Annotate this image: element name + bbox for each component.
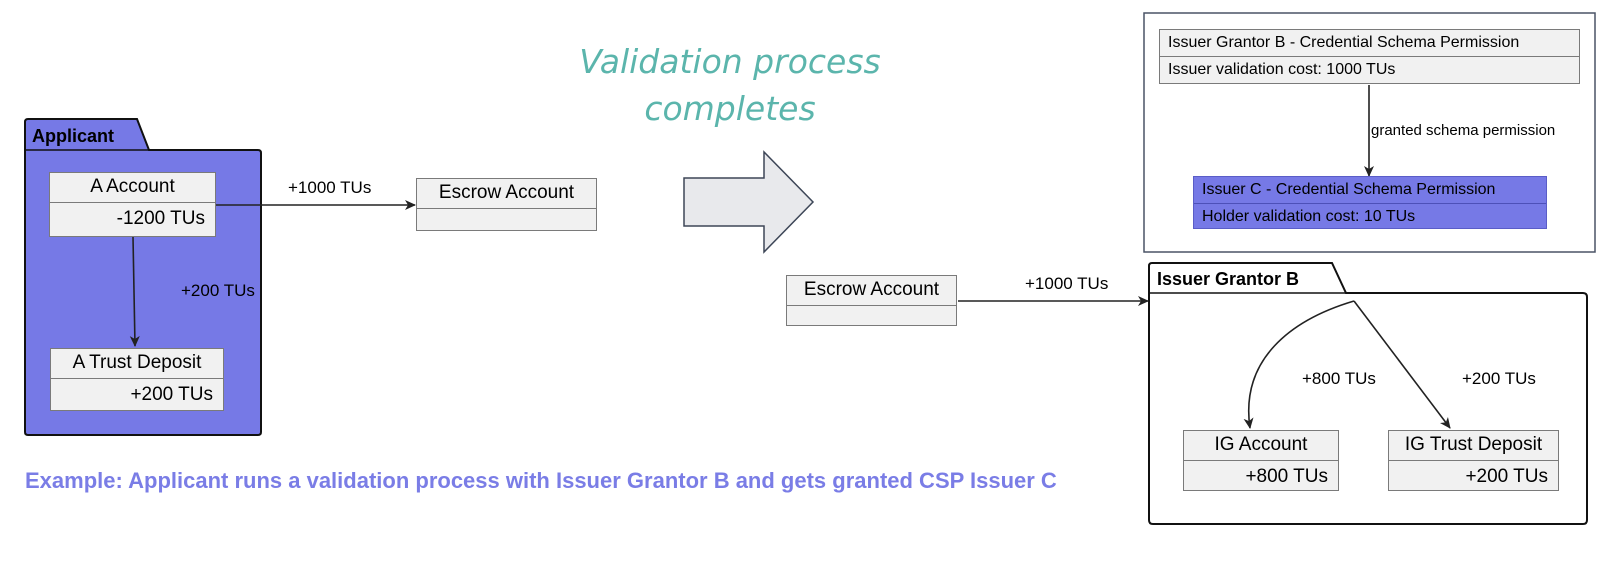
a-account-box: A Account -1200 TUs	[49, 172, 216, 237]
ig-account-value: +800 TUs	[1245, 466, 1328, 487]
ig-deposit-edge-label: +200 TUs	[1462, 369, 1536, 388]
headline: Validation process completes	[540, 38, 920, 132]
ig-account-edge-label: +800 TUs	[1302, 369, 1376, 388]
a-trust-deposit-box: A Trust Deposit +200 TUs	[50, 348, 224, 411]
escrow-left-edge-label: +1000 TUs	[288, 178, 372, 197]
ig-account-title: IG Account	[1184, 431, 1338, 461]
ig-account-box: IG Account +800 TUs	[1183, 430, 1339, 491]
issuer-grantor-package-label: Issuer Grantor B	[1157, 269, 1300, 289]
grantor-permission-value: Issuer validation cost: 1000 TUs	[1168, 61, 1396, 78]
escrow-right-title: Escrow Account	[787, 276, 956, 306]
ig-trust-deposit-value: +200 TUs	[1465, 466, 1548, 487]
headline-line2: completes	[644, 89, 816, 128]
a-account-title: A Account	[50, 173, 215, 203]
grantor-permission-box: Issuer Grantor B - Credential Schema Per…	[1159, 29, 1580, 84]
edge-account-to-deposit	[129, 236, 140, 347]
ig-trust-deposit-box: IG Trust Deposit +200 TUs	[1388, 430, 1559, 491]
process-arrow-shape	[683, 150, 815, 254]
a-trust-deposit-title: A Trust Deposit	[51, 349, 223, 379]
edge-grantor-to-ig-deposit	[1353, 300, 1451, 429]
granted-permission-edge-label: granted schema permission	[1371, 122, 1556, 139]
caption: Example: Applicant runs a validation pro…	[25, 468, 1057, 493]
a-trust-deposit-value: +200 TUs	[130, 384, 213, 405]
headline-line1: Validation process	[579, 42, 881, 81]
a-deposit-edge-label: +200 TUs	[181, 281, 255, 300]
applicant-package-label: Applicant	[32, 126, 115, 146]
a-account-value: -1200 TUs	[116, 208, 205, 229]
grantor-permission-title: Issuer Grantor B - Credential Schema Per…	[1160, 30, 1579, 57]
escrow-right-edge-label: +1000 TUs	[1025, 274, 1109, 293]
edge-grantor-to-ig-account	[1243, 300, 1355, 429]
escrow-left-title: Escrow Account	[417, 179, 596, 209]
escrow-right-box: Escrow Account	[786, 275, 957, 326]
issuer-c-permission-box: Issuer C - Credential Schema Permission …	[1193, 176, 1547, 229]
issuer-c-permission-value: Holder validation cost: 10 TUs	[1202, 208, 1416, 225]
issuer-c-permission-title: Issuer C - Credential Schema Permission	[1194, 177, 1546, 204]
ig-trust-deposit-title: IG Trust Deposit	[1389, 431, 1558, 461]
escrow-left-box: Escrow Account	[416, 178, 597, 231]
